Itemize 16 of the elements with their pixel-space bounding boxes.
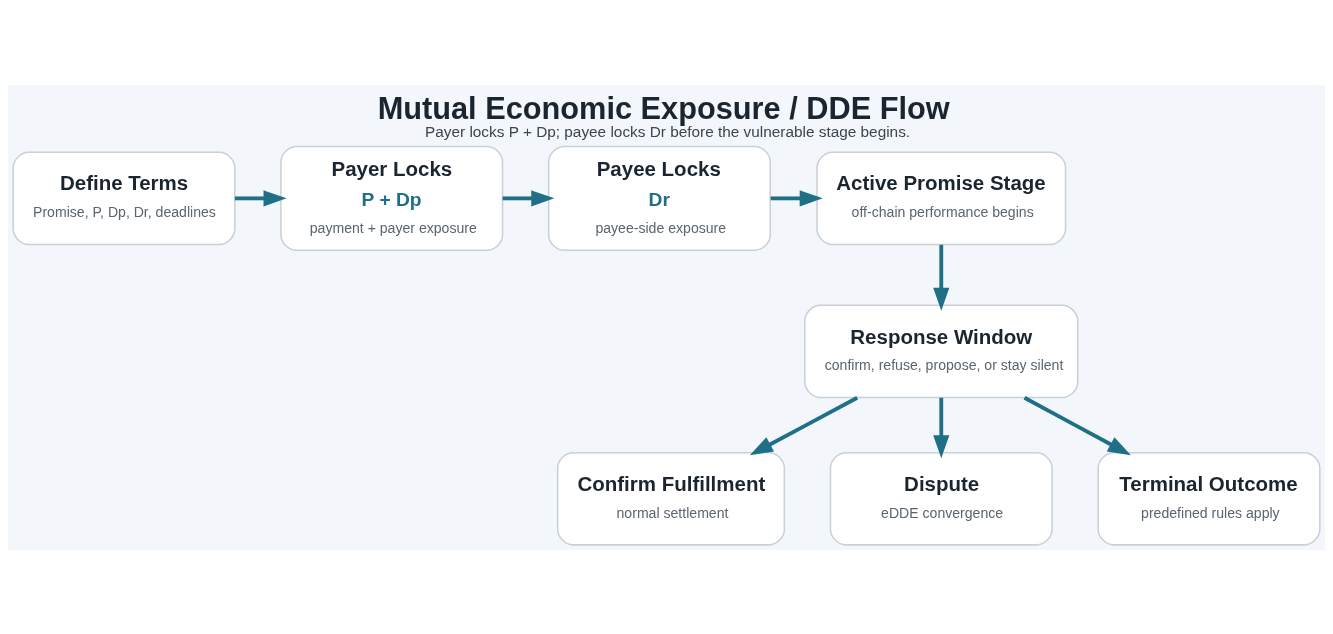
node-box: Response Window confirm, refuse, propose, or stay silent (804, 304, 1079, 398)
node-box: Confirm Fulfillment normal settlement (556, 451, 786, 546)
arrow (502, 189, 555, 206)
arrow (770, 189, 823, 206)
diagram-title: Mutual Economic Exposure / DDE Flow (377, 90, 950, 126)
node-box: Payer Locks P + Dp payment + payer exposure (280, 145, 504, 251)
arrow (749, 395, 859, 455)
arrow (933, 244, 950, 311)
node-box: Define Terms Promise, P, Dp, Dr, deadlines (12, 151, 236, 245)
arrow (1023, 395, 1131, 455)
node-box: Terminal Outcome predefined rules apply (1097, 451, 1321, 546)
node-box: Dispute eDDE convergence (829, 451, 1053, 546)
arrow (933, 397, 950, 458)
arrow (234, 189, 287, 206)
node-box: Payee Locks Dr payee-side exposure (547, 145, 772, 251)
node-box: Active Promise Stage off-chain performance begins (816, 151, 1067, 245)
